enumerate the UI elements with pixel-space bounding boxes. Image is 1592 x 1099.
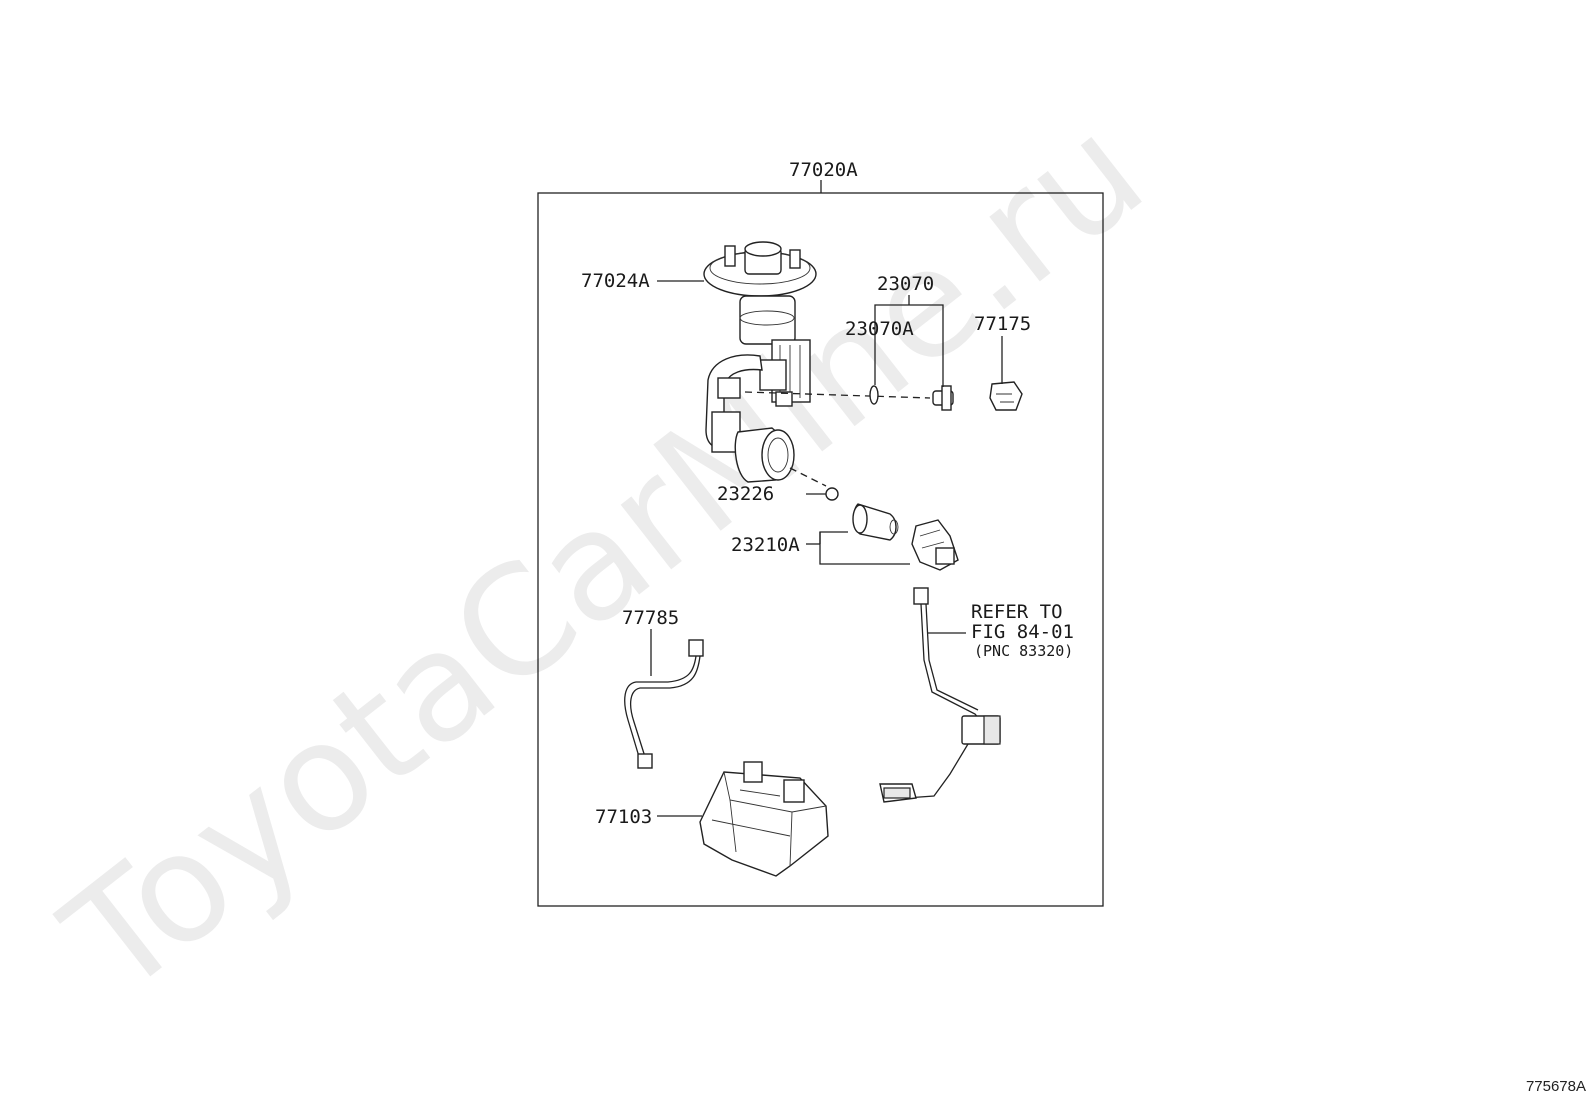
sub-tank-77103 — [699, 761, 829, 877]
fuel-sender-gauge — [879, 587, 1001, 803]
figure-id: 775678A — [1525, 1078, 1586, 1095]
label-23070[interactable]: 23070 — [877, 273, 934, 295]
refer-text-line2[interactable]: FIG 84-01 — [971, 621, 1074, 643]
wire-harness-77785 — [624, 639, 704, 769]
fuel-filter-23070 — [932, 385, 954, 411]
o-ring-23070A — [869, 385, 879, 405]
label-77785[interactable]: 77785 — [622, 607, 679, 629]
label-77103[interactable]: 77103 — [595, 806, 652, 828]
refer-text-line1[interactable]: REFER TO — [971, 601, 1063, 623]
gasket-23226 — [825, 487, 839, 501]
label-23070A[interactable]: 23070A — [845, 318, 914, 340]
label-77020A[interactable]: 77020A — [789, 159, 858, 181]
watermark: ToyotaCarMine.ru — [34, 84, 1175, 1028]
label-23210A[interactable]: 23210A — [731, 534, 800, 556]
label-77024A[interactable]: 77024A — [581, 270, 650, 292]
label-23226[interactable]: 23226 — [717, 483, 774, 505]
clip-77175 — [989, 381, 1023, 411]
refer-text-line3[interactable]: (PNC 83320) — [974, 642, 1073, 660]
pump-flange-assembly — [703, 241, 817, 483]
fuel-pump-23210A — [852, 503, 959, 571]
label-77175[interactable]: 77175 — [974, 313, 1031, 335]
